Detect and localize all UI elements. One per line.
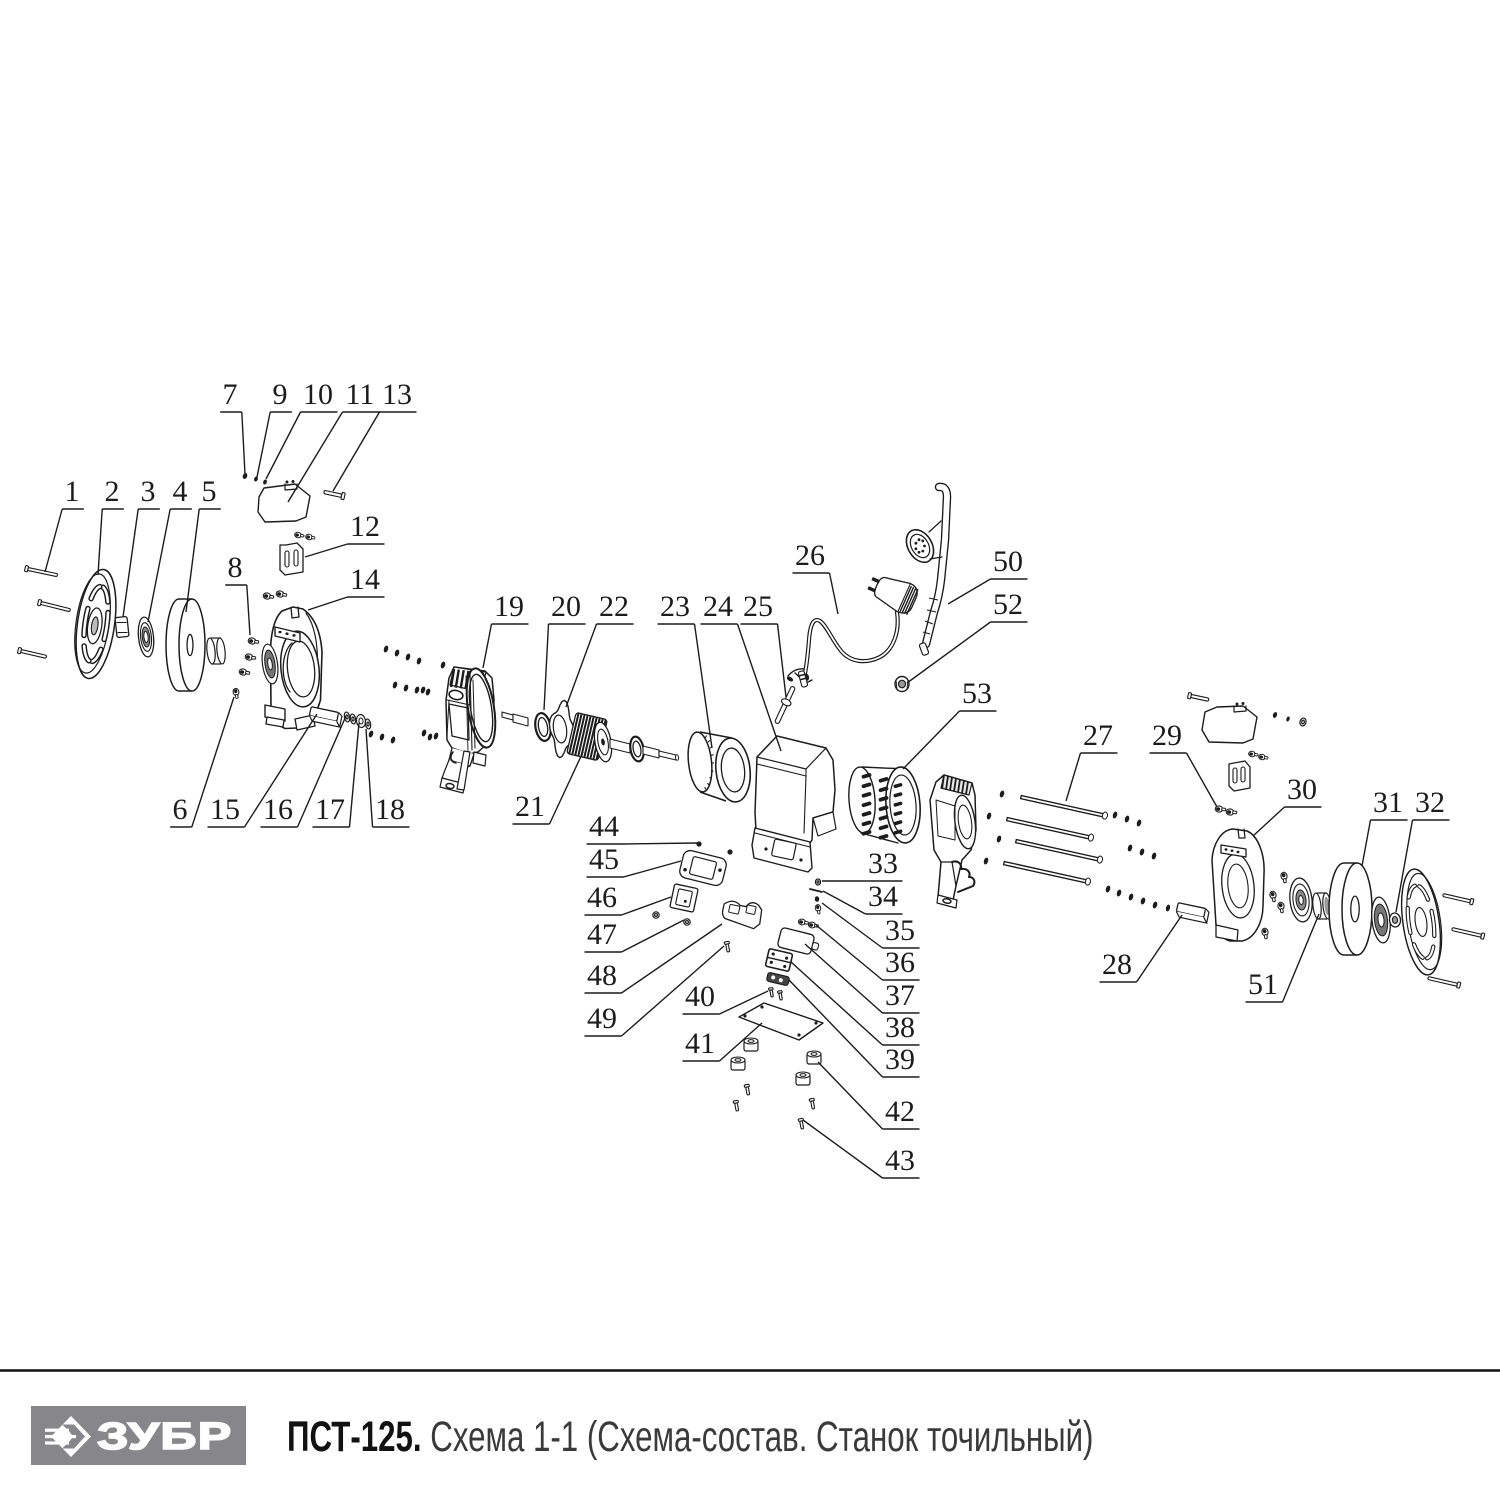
svg-text:39: 39: [885, 1043, 915, 1076]
svg-text:3: 3: [141, 475, 156, 508]
svg-text:4: 4: [173, 475, 188, 508]
svg-text:49: 49: [587, 1002, 617, 1035]
svg-text:15: 15: [210, 793, 240, 826]
svg-text:ЗУБР: ЗУБР: [97, 1416, 232, 1458]
svg-text:7: 7: [223, 378, 238, 411]
svg-text:17: 17: [315, 793, 345, 826]
svg-text:8: 8: [228, 551, 243, 584]
svg-text:21: 21: [515, 790, 545, 823]
svg-text:51: 51: [1248, 968, 1278, 1001]
svg-text:41: 41: [685, 1027, 715, 1060]
svg-text:43: 43: [885, 1144, 915, 1177]
svg-text:31: 31: [1373, 786, 1403, 819]
svg-text:28: 28: [1102, 948, 1132, 981]
svg-text:32: 32: [1415, 786, 1445, 819]
svg-text:47: 47: [587, 918, 617, 951]
svg-text:22: 22: [599, 590, 629, 623]
svg-text:38: 38: [885, 1011, 915, 1044]
svg-text:10: 10: [303, 378, 333, 411]
svg-text:42: 42: [885, 1095, 915, 1128]
svg-text:18: 18: [375, 793, 405, 826]
svg-text:36: 36: [885, 946, 915, 979]
svg-text:29: 29: [1152, 719, 1182, 752]
svg-text:6: 6: [173, 793, 188, 826]
svg-text:2: 2: [105, 475, 120, 508]
svg-text:48: 48: [587, 959, 617, 992]
svg-text:44: 44: [589, 810, 619, 843]
svg-text:19: 19: [494, 590, 524, 623]
svg-text:20: 20: [551, 590, 581, 623]
svg-text:52: 52: [993, 588, 1023, 621]
svg-text:34: 34: [868, 880, 898, 913]
svg-text:50: 50: [993, 545, 1023, 578]
svg-text:5: 5: [202, 475, 217, 508]
svg-text:14: 14: [350, 563, 380, 596]
svg-text:11: 11: [346, 378, 375, 411]
svg-text:16: 16: [263, 793, 293, 826]
svg-text:53: 53: [962, 677, 992, 710]
svg-text:9: 9: [273, 378, 288, 411]
svg-text:27: 27: [1083, 719, 1113, 752]
svg-text:40: 40: [685, 980, 715, 1013]
svg-text:46: 46: [587, 881, 617, 914]
svg-text:1: 1: [65, 475, 80, 508]
svg-text:37: 37: [885, 979, 915, 1012]
svg-text:30: 30: [1287, 773, 1317, 806]
svg-text:26: 26: [795, 539, 825, 572]
svg-text:12: 12: [350, 510, 380, 543]
svg-text:25: 25: [743, 590, 773, 623]
svg-text:33: 33: [868, 847, 898, 880]
svg-text:24: 24: [703, 590, 733, 623]
svg-text:13: 13: [382, 378, 412, 411]
svg-text:23: 23: [660, 590, 690, 623]
svg-text:ПСТ-125. Схема 1-1 (Схема-сост: ПСТ-125. Схема 1-1 (Схема-состав. Станок…: [287, 1412, 1093, 1460]
svg-text:45: 45: [589, 843, 619, 876]
svg-text:35: 35: [885, 914, 915, 947]
